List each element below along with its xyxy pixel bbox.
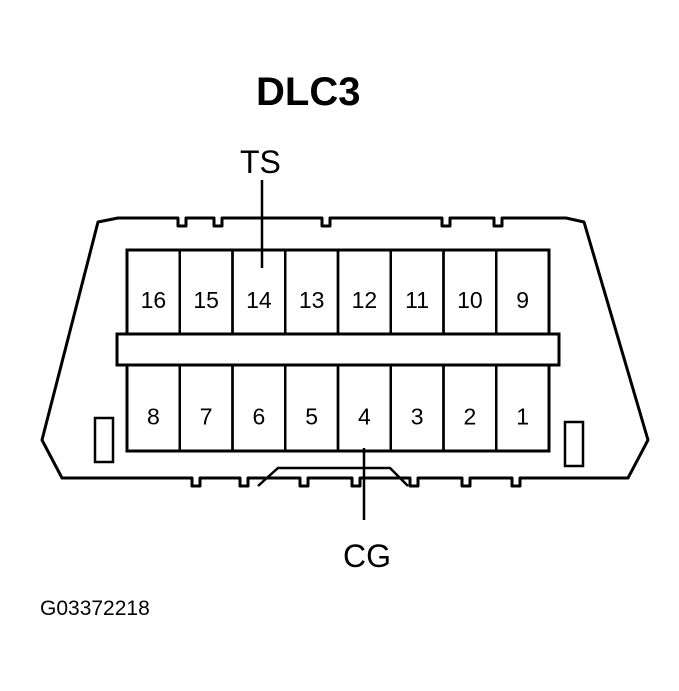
pin-number: 3 (411, 403, 424, 429)
pin-number: 1 (516, 403, 529, 429)
pin-number: 10 (457, 287, 483, 313)
center-bar (115, 332, 561, 367)
connector-housing (40, 216, 650, 488)
left-latch-tab (93, 416, 115, 464)
right-latch-tab (563, 420, 585, 468)
pin-number: 9 (516, 287, 529, 313)
cg-label: CG (343, 538, 391, 574)
figure-id: G03372218 (40, 597, 150, 620)
pin-number: 11 (405, 287, 429, 313)
pin-number: 8 (147, 403, 160, 429)
pin-number: 14 (246, 287, 272, 313)
pin-number: 12 (352, 287, 378, 313)
pin-number: 15 (193, 287, 219, 313)
pin-number: 2 (463, 403, 476, 429)
pin-cell (495, 248, 551, 336)
diagram-title: DLC3 (256, 70, 361, 114)
pin-number: 4 (358, 403, 371, 429)
pin-cell (495, 363, 551, 453)
pin-number: 13 (299, 287, 325, 313)
pin-number: 6 (252, 403, 265, 429)
pin-number: 16 (141, 287, 167, 313)
ts-label: TS (240, 144, 281, 180)
key-slot (257, 466, 409, 487)
pin-number: 5 (305, 403, 318, 429)
pin-number: 7 (200, 403, 213, 429)
